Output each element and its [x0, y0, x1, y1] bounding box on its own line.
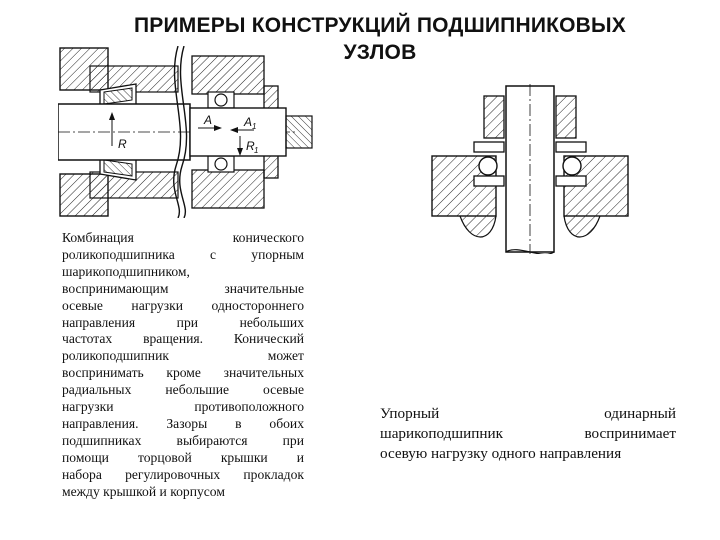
left-desc-line: набора регулировочных прокладок	[62, 466, 304, 482]
left-desc-line: помощи торцовой крышки и	[62, 449, 304, 465]
left-desc-line: нагрузки противоположного	[62, 399, 304, 415]
left-desc-line: направления при небольших	[62, 314, 304, 330]
left-desc-line: между крышкой и корпусом	[62, 483, 225, 499]
right-desc-line: шарикоподшипник воспринимает	[380, 425, 676, 442]
left-desc-line: роликоподшипника с упорным	[62, 246, 304, 262]
thrust-bearing-drawing-right	[430, 84, 630, 255]
right-desc-line: Упорный одинарный	[380, 405, 676, 422]
label-a1: A	[243, 115, 252, 129]
left-desc-line: воспринимающим значительные	[62, 280, 304, 296]
label-r: R	[118, 137, 127, 151]
bearing-assembly-drawing-left: R A A 1 R 1	[57, 45, 320, 219]
left-desc-line: частотах вращения. Конический	[62, 331, 304, 347]
left-desc-line: радиальных небольшие осевые	[62, 382, 304, 398]
label-a1-sub: 1	[252, 122, 256, 131]
title-line-2: УЗЛОВ	[343, 41, 417, 64]
right-description: Упорный одинарный шарикоподшипник восприн…	[380, 404, 676, 464]
left-desc-line: направления. Зазоры в обоих	[62, 415, 304, 431]
left-desc-line: роликоподшипник может	[62, 348, 304, 364]
label-r1-sub: 1	[254, 146, 258, 155]
right-desc-line: осевую нагрузку одного направления	[380, 445, 622, 462]
left-desc-line: подшипниках выбираются при	[62, 432, 304, 448]
slide-title: ПРИМЕРЫ КОНСТРУКЦИЙ ПОДШИПНИКОВЫХ УЗЛОВ	[60, 12, 700, 66]
label-a: A	[203, 113, 212, 127]
left-desc-line: воспринимать кроме значительных	[62, 365, 304, 381]
title-line-1: ПРИМЕРЫ КОНСТРУКЦИЙ ПОДШИПНИКОВЫХ	[134, 14, 626, 37]
left-desc-line: Комбинация конического	[62, 230, 304, 245]
left-desc-line: осевые нагрузки одностороннего	[62, 297, 304, 313]
left-desc-line: шарикоподшипником,	[62, 263, 190, 279]
label-r1: R	[246, 139, 255, 153]
